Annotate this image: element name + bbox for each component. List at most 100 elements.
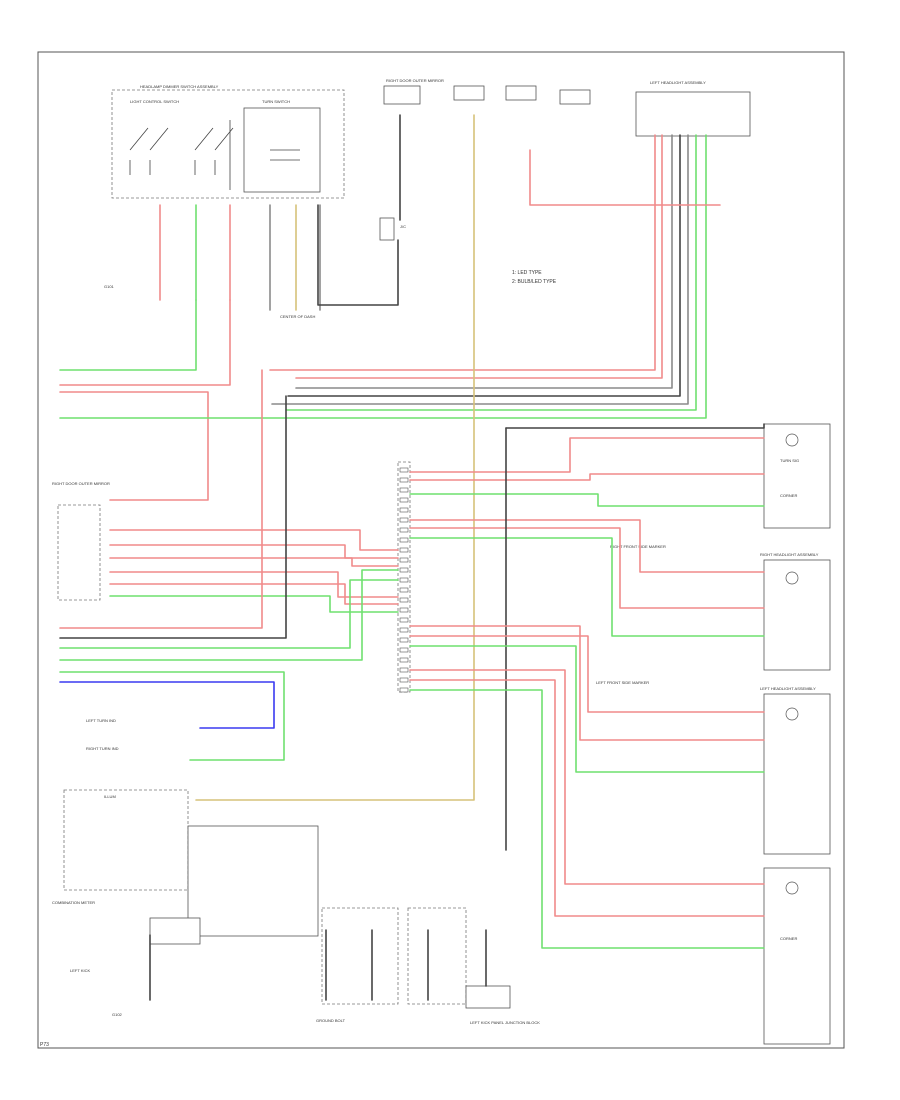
junction-block-center [397, 461, 411, 693]
wire-green-9 [59, 134, 707, 419]
right-front-side-marker-label: RIGHT FRONT SIDE MARKER [610, 544, 666, 549]
connector-pin [399, 667, 409, 673]
legend-note: 1: LED TYPE 2: BULB/LED TYPE [512, 270, 557, 285]
wire-yellow-17 [195, 114, 475, 801]
g101-label: G101 [104, 284, 115, 289]
left-headlight-assembly-label: LEFT HEADLIGHT ASSEMBLY [760, 686, 816, 691]
connector-pin [399, 467, 409, 473]
wire-red-20 [109, 529, 399, 551]
left-headlamp-connector-top: LEFT HEADLIGHT ASSEMBLY [635, 80, 751, 137]
bulb-icon [785, 433, 799, 447]
right-door-outer-mirror-top: RIGHT DOOR OUTER MIRROR J/C [379, 78, 444, 241]
corner-label-1: CORNER [780, 493, 797, 498]
wire-red-8 [59, 391, 209, 501]
wire-red-41 [409, 635, 765, 713]
connector-pin [399, 477, 409, 483]
combination-meter: COMBINATION METER [52, 789, 319, 937]
ground-bolt-label: GROUND BOLT [316, 1018, 346, 1023]
connector-pin [399, 677, 409, 683]
center-of-dash-label-group: CENTER OF DASH [280, 314, 315, 319]
wire-green-30 [59, 671, 285, 761]
wire-red-26 [59, 369, 263, 629]
connector-pin [399, 577, 409, 583]
wire-red-10 [269, 134, 656, 371]
illum-label: ILLUM [104, 794, 116, 799]
footer-code: P73 [40, 1042, 49, 1048]
wire-blue-31 [59, 681, 275, 729]
wire-red-36 [409, 527, 765, 609]
wire-dark-38 [505, 423, 765, 429]
wire-green-34 [409, 493, 765, 507]
wire-green-25 [109, 595, 399, 613]
wire-red-43 [409, 669, 765, 885]
turn-signal-label-1: TURN SIG [780, 458, 799, 463]
ground-g101: G101 [104, 284, 115, 289]
light-control-switch-label: LIGHT CONTROL SWITCH [130, 99, 179, 104]
connector-pin [399, 487, 409, 493]
headlamp-relays-top [453, 85, 591, 105]
connector-pin [399, 657, 409, 663]
right-door-outer-mirror-label: RIGHT DOOR OUTER MIRROR [386, 78, 444, 83]
wire-red-33 [409, 473, 765, 481]
wire-dark-18 [317, 204, 399, 306]
wire-red-40 [409, 625, 765, 741]
wire-red-11 [295, 134, 663, 379]
wire-green-42 [409, 645, 765, 773]
legend-line-1: 1: LED TYPE [512, 270, 542, 276]
right-headlight-assembly: RIGHT HEADLIGHT ASSEMBLY TURN SIG CORNER [760, 423, 831, 671]
wire-red-22 [109, 557, 399, 567]
connector-pin [399, 607, 409, 613]
wire-red-32 [409, 437, 765, 473]
wire-dark-13 [287, 134, 681, 397]
connector-pin [399, 627, 409, 633]
wire-green-37 [409, 537, 765, 637]
left-kick-panel-junction-label: LEFT KICK PANEL JUNCTION BLOCK [470, 1020, 540, 1025]
wire-green-6 [59, 299, 197, 371]
wire-dark-27 [59, 395, 287, 639]
combination-meter-label: COMBINATION METER [52, 900, 95, 905]
right-door-outer-mirror-side-label: RIGHT DOOR OUTER MIRROR [52, 481, 110, 486]
wire-harness [59, 114, 799, 1001]
right-headlight-assembly-label: RIGHT HEADLIGHT ASSEMBLY [760, 552, 819, 557]
connector-pin [399, 527, 409, 533]
bulb-icon [785, 707, 799, 721]
connector-pin [399, 497, 409, 503]
right-turn-ind-label: RIGHT TURN IND [86, 746, 119, 751]
bottom-connectors: LEFT KICK PANEL JUNCTION BLOCK GROUND BO… [316, 907, 540, 1025]
wire-red-21 [109, 544, 399, 559]
connector-pin [399, 547, 409, 553]
turn-indicators: LEFT TURN IND RIGHT TURN IND ILLUM [86, 718, 119, 799]
legend-line-2: 2: BULB/LED TYPE [512, 279, 557, 285]
center-of-dash-label: CENTER OF DASH [280, 314, 315, 319]
g102-label: G102 [112, 1012, 123, 1017]
wire-red-35 [409, 519, 765, 573]
side-markers: RIGHT FRONT SIDE MARKER LEFT FRONT SIDE … [596, 544, 666, 685]
turn-switch-label: TURN SWITCH [262, 99, 290, 104]
connector-pin [399, 647, 409, 653]
wire-gray-12 [295, 134, 673, 389]
wire-green-29 [59, 569, 399, 661]
left-front-side-marker-label: LEFT FRONT SIDE MARKER [596, 680, 649, 685]
connector-pin [399, 517, 409, 523]
connector-pin [399, 687, 409, 693]
connector-pin [399, 637, 409, 643]
right-door-outer-mirror: RIGHT DOOR OUTER MIRROR [52, 481, 110, 601]
diagram-frame [37, 51, 845, 1049]
left-turn-ind-label: LEFT TURN IND [86, 718, 116, 723]
left-headlamp-connector-label: LEFT HEADLIGHT ASSEMBLY [650, 80, 706, 85]
connector-pin [399, 617, 409, 623]
corner-label-2: CORNER [780, 936, 797, 941]
j-c-label: J/C [400, 224, 406, 229]
wire-green-28 [59, 579, 399, 649]
wire-gray-14 [271, 134, 689, 405]
bulb-icon [785, 881, 799, 895]
connector-pin [399, 597, 409, 603]
wire-red-7 [59, 299, 231, 386]
dimmer-switch-title: HEADLAMP DIMMER SWITCH ASSEMBLY [140, 84, 219, 89]
dimmer-switch-assembly: HEADLAMP DIMMER SWITCH ASSEMBLY LIGHT CO… [111, 84, 345, 199]
connector-pin [399, 567, 409, 573]
left-headlight-assembly: LEFT HEADLIGHT ASSEMBLY CORNER [760, 686, 831, 1045]
bulb-icon [785, 571, 799, 585]
connector-pin [399, 507, 409, 513]
